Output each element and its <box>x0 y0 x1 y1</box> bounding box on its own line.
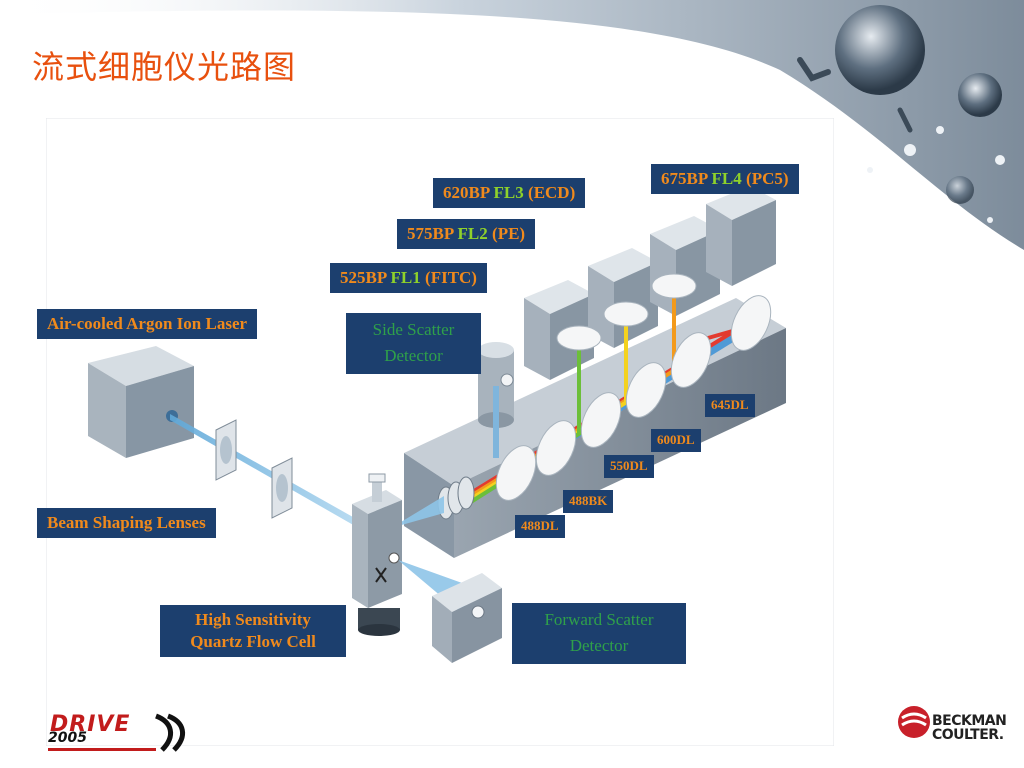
beckman-coulter-logo: BECKMAN COULTER. <box>896 700 1011 752</box>
beckman-coulter-wordmark: BECKMAN COULTER. <box>932 713 1007 743</box>
channel-fl3-filter: 620BP <box>443 183 490 202</box>
channel-fl2-filter: 575BP <box>407 224 454 243</box>
channel-fl3-label: 620BP FL3 (ECD) <box>433 178 586 209</box>
drive-logo-mark <box>48 713 185 752</box>
company-line2: COULTER. <box>932 727 1004 743</box>
flow-cell-label: High Sensitivity Quartz Flow Cell <box>160 605 346 658</box>
forward-scatter-label-line1: Forward Scatter <box>544 610 654 629</box>
side-scatter-label: Side Scatter Detector <box>346 313 481 374</box>
channel-fl3-dye: (ECD) <box>528 183 576 202</box>
channel-fl2-name: FL2 <box>457 224 488 243</box>
company-line1: BECKMAN <box>932 713 1007 729</box>
beam-shaping-lens-1 <box>215 419 237 481</box>
mirror-600dl-label: 600DL <box>651 429 701 452</box>
channel-fl4-label: 675BP FL4 (PC5) <box>651 164 799 195</box>
mirror-645dl-label: 645DL <box>705 394 755 417</box>
channel-fl1-label: 525BP FL1 (FITC) <box>330 263 487 294</box>
flow-cell-label-line1: High Sensitivity <box>195 610 311 629</box>
forward-scatter-detector <box>432 573 502 663</box>
channel-fl3-name: FL3 <box>493 183 524 202</box>
collection-lens <box>391 476 475 528</box>
laser-label: Air-cooled Argon Ion Laser <box>37 309 258 340</box>
page-title: 流式细胞仪光路图 <box>32 48 297 86</box>
argon-laser <box>88 346 194 458</box>
forward-scatter-label-line2: Detector <box>569 636 629 656</box>
side-scatter-detector <box>478 342 514 458</box>
channel-fl1-name: FL1 <box>390 268 421 287</box>
quartz-flow-cell <box>352 473 402 636</box>
side-scatter-label-line2: Detector <box>384 346 443 366</box>
drive-logo-text: DRIVE <box>50 712 131 737</box>
channel-fl4-dye: (PC5) <box>746 169 789 188</box>
drive-logo-year: 2005 <box>48 730 87 746</box>
beckman-coulter-emblem-icon <box>898 706 930 738</box>
drive-2005-logo: DRIVE 2005 <box>44 712 194 756</box>
mirror-550dl-label: 550DL <box>604 455 654 478</box>
side-scatter-label-line1: Side Scatter <box>372 320 455 339</box>
channel-fl1-dye: (FITC) <box>425 268 477 287</box>
mirror-488bk-label: 488BK <box>563 490 614 513</box>
dichroic-mirrors <box>495 273 772 501</box>
flow-cell-label-line2: Quartz Flow Cell <box>190 632 316 652</box>
channel-fl4-name: FL4 <box>711 169 742 188</box>
beam-shaping-lens-2 <box>271 457 293 519</box>
channel-fl2-dye: (PE) <box>492 224 526 243</box>
forward-scatter-label: Forward Scatter Detector <box>512 603 686 664</box>
channel-fl4-filter: 675BP <box>661 169 708 188</box>
beam-shaping-lenses-label: Beam Shaping Lenses <box>37 508 216 539</box>
fl-detector-blocks <box>524 186 776 380</box>
channel-fl1-filter: 525BP <box>340 268 387 287</box>
channel-fl2-label: 575BP FL2 (PE) <box>397 219 536 250</box>
mirror-488dl-label: 488DL <box>515 515 565 538</box>
